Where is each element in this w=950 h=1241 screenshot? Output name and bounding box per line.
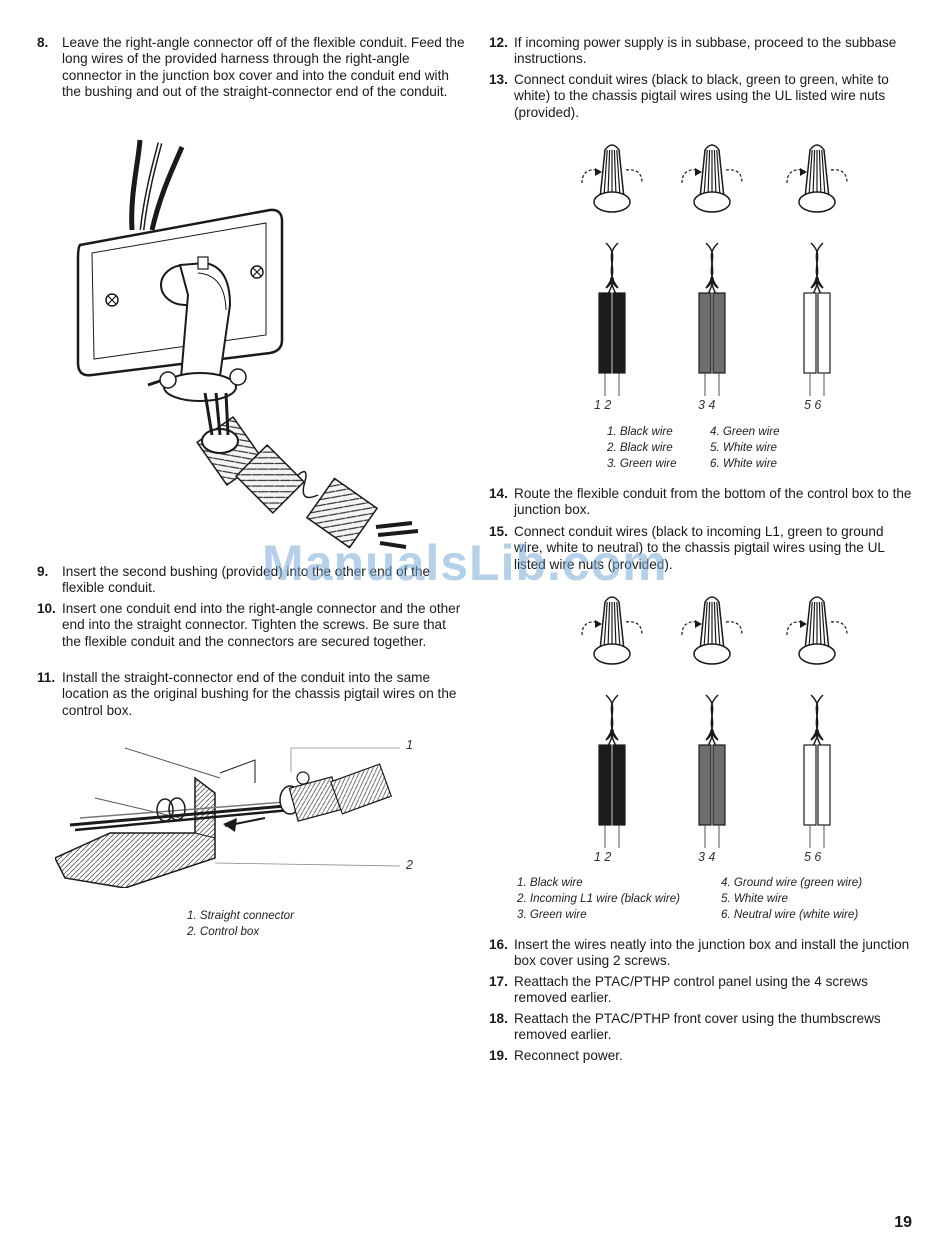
legend-line: 4. Green wire [710,425,780,438]
step-12: 12. If incoming power supply is in subba… [489,35,913,68]
wire-nut-icon [786,596,848,665]
wire-number-label: 5 6 [804,850,822,864]
step-number: 12. [489,35,508,50]
callout-1: 1 [406,738,413,752]
wire-pair [698,744,726,848]
twisted-strands [705,242,719,299]
wire-pair [598,744,626,848]
watermark: ManualsLib.com [262,535,668,591]
step-number: 19. [489,1048,508,1063]
wire-legend-left: 1. Black wire 2. Black wire 3. Green wir… [607,424,677,472]
wire-nut-icon [786,144,848,213]
wire-number-label: 3 4 [698,850,716,864]
wire-nut-figure-1 [581,144,848,396]
legend-line: 4. Ground wire (green wire) [721,876,863,889]
legend-line: 6. Neutral wire (white wire) [721,908,859,921]
step-number: 17. [489,974,508,989]
twisted-strands [605,694,619,751]
step-text: Reattach the PTAC/PTHP control panel usi… [514,974,868,1006]
step-text: Reattach the PTAC/PTHP front cover using… [514,1011,881,1043]
wire-legend-right: 4. Green wire 5. White wire 6. White wir… [710,424,780,472]
twisted-strands [705,694,719,751]
wire-pair [698,292,726,396]
caption-line: 2. Control box [187,925,260,938]
wire-nut-icon [681,596,743,665]
step-text: Connect conduit wires (black to black, g… [514,72,889,120]
twisted-strands [605,242,619,299]
wire-nut-icon [681,144,743,213]
legend-line: 2. Incoming L1 wire (black wire) [517,892,681,905]
step-16: 16. Insert the wires neatly into the jun… [489,937,913,970]
legend-line: 5. White wire [721,892,789,905]
step-number: 11. [37,670,56,685]
twisted-strands [810,694,824,751]
callout-2: 2 [406,858,413,872]
step-8: 8. Leave the right-angle connector off o… [37,35,465,100]
wire-pair [803,744,831,848]
legend-line: 3. Green wire [517,908,587,921]
step-15: 15. Connect conduit wires (black to inco… [489,524,913,573]
figure-caption: 1. Straight connector 2. Control box [187,908,294,940]
page-number: 19 [894,1214,912,1231]
wire-number-label: 5 6 [804,398,822,412]
step-number: 18. [489,1011,508,1026]
step-number: 9. [37,564,49,579]
step-number: 8. [37,35,49,50]
caption-line: 1. Straight connector [187,909,294,922]
step-number: 13. [489,72,508,87]
step-text: Install the straight-connector end of th… [62,670,457,718]
step-11: 11. Install the straight-connector end o… [37,670,465,719]
twisted-strands [810,242,824,299]
step-10: 10. Insert one conduit end into the righ… [37,601,465,650]
step-text: If incoming power supply is in subbase, … [514,35,897,67]
step-13: 13. Connect conduit wires (black to blac… [489,72,913,121]
step-text: Connect conduit wires (black to incoming… [514,524,885,572]
step-14: 14. Route the flexible conduit from the … [489,486,913,519]
step-text: Route the flexible conduit from the bott… [514,486,912,518]
wire-pair [598,292,626,396]
step-text: Insert one conduit end into the right-an… [62,601,461,649]
legend-line: 6. White wire [710,457,778,470]
step-number: 10. [37,601,56,616]
step-text: Insert the second bushing (provided) int… [62,564,431,596]
step-text: Reconnect power. [514,1048,623,1063]
wire-nut-figure-2 [581,596,848,848]
wire-number-label: 1 2 [594,398,612,412]
step-number: 14. [489,486,508,501]
legend-line: 5. White wire [710,441,778,454]
wire-number-label: 1 2 [594,850,612,864]
step-18: 18. Reattach the PTAC/PTHP front cover u… [489,1011,913,1044]
wire-number-label: 3 4 [698,398,716,412]
step-9: 9. Insert the second bushing (provided) … [37,564,465,597]
step-number: 16. [489,937,508,952]
step-text: Insert the wires neatly into the junctio… [514,937,910,969]
wire-nut-icon [581,144,643,213]
junction-box-figure [76,139,419,549]
step-number: 15. [489,524,508,539]
wire-legend-left: 1. Black wire 2. Incoming L1 wire (black… [517,875,680,923]
wire-pair [803,292,831,396]
step-17: 17. Reattach the PTAC/PTHP control panel… [489,974,913,1007]
legend-line: 3. Green wire [607,457,677,470]
wire-nut-icon [581,596,643,665]
legend-line: 1. Black wire [607,425,673,438]
control-box-figure [55,747,401,888]
wire-legend-right: 4. Ground wire (green wire) 5. White wir… [721,875,862,923]
step-19: 19. Reconnect power. [489,1048,913,1064]
step-text: Leave the right-angle connector off of t… [62,35,465,99]
legend-line: 1. Black wire [517,876,583,889]
legend-line: 2. Black wire [607,441,673,454]
